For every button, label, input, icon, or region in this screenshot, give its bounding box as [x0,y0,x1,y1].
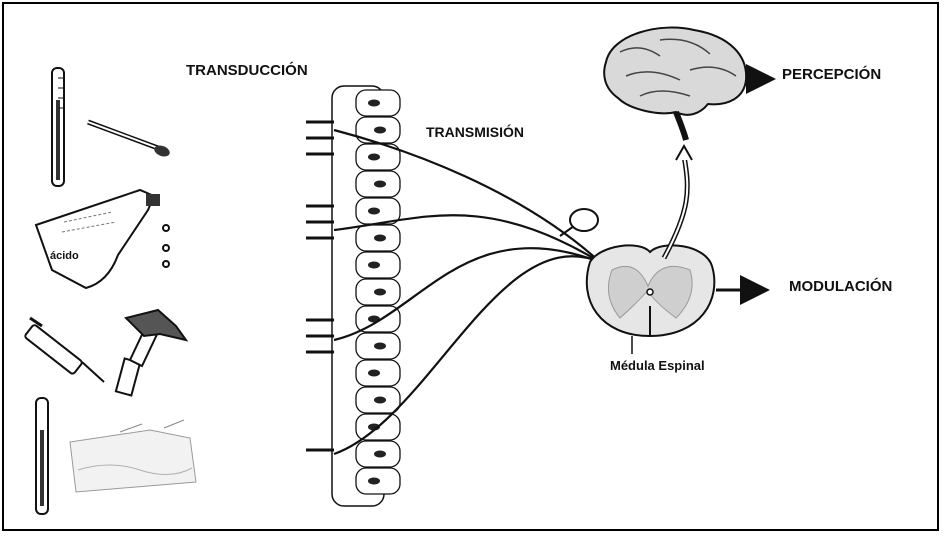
label-modulation: MODULACIÓN [789,278,892,295]
cell-nucleus [374,235,386,242]
cell-nucleus [368,100,380,107]
label-spinal-cord: Médula Espinal [610,358,705,373]
cell-nucleus [374,181,386,188]
label-acid: ácido [50,250,79,262]
cell-nucleus [368,208,380,215]
thermometer-icon [52,68,64,186]
cell-nucleus [374,343,386,350]
syringe-icon [24,318,104,382]
brain-icon [604,28,746,140]
cell-nucleus [374,127,386,134]
cell-nucleus [374,451,386,458]
skin-surface-icon [70,420,196,492]
cell-nucleus [368,370,380,377]
label-perception: PERCEPCIÓN [782,66,881,83]
hammer-icon [116,310,186,395]
cell-nucleus [368,262,380,269]
label-transmission: TRANSMISIÓN [426,124,524,140]
dorsal-root-ganglion [560,209,598,236]
ascending-pathway [664,146,692,258]
cell-nucleus [374,397,386,404]
cotton-swab-icon [88,122,171,158]
acid-flask-icon [36,190,169,288]
skin-cells [356,90,400,494]
thermometer-icon [36,398,48,514]
label-transduction: TRANSDUCCIÓN [186,62,308,79]
cell-nucleus [374,289,386,296]
cell-nucleus [368,478,380,485]
cell-nucleus [368,154,380,161]
receptor-endings [306,122,334,450]
spinal-cord-icon [587,245,715,354]
